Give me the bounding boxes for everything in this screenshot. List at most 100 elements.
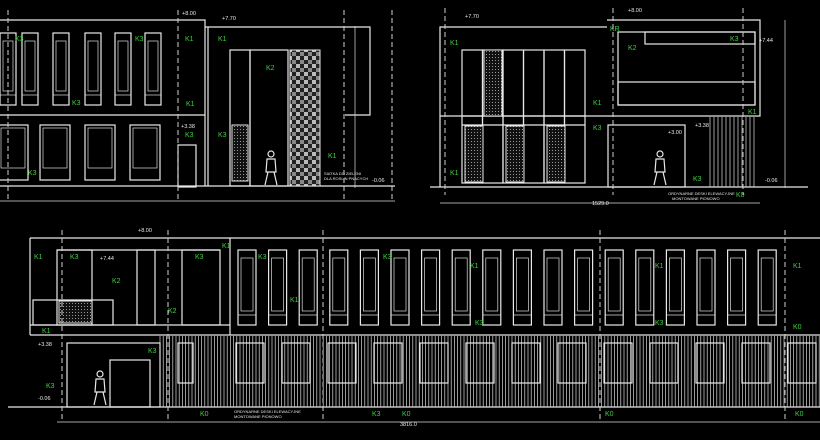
level-top: +8.00 <box>628 8 642 14</box>
window-pane <box>669 257 682 312</box>
green-mesh-panel <box>464 125 484 183</box>
elevation-right-top: 1529.0 +7.70 +8.00 +7.44 +3.38 +3.00 -0.… <box>430 8 808 207</box>
code-label: K3 <box>372 411 381 418</box>
level-ground: -0.06 <box>765 178 778 184</box>
window <box>39 124 71 181</box>
window <box>144 32 162 106</box>
elevation-left-top: +8.00 +7.70 +3.38 -0.06 SIATKA DO ZIELEN… <box>0 10 395 202</box>
level-ground: -0.06 <box>38 396 51 402</box>
window-pane <box>546 257 560 312</box>
code-label: K1 <box>290 297 299 304</box>
window-pane <box>87 40 99 92</box>
note-cladding-1: ORDYNARNE DESKI ELEWACYJNE <box>234 409 301 414</box>
human-scale-figures <box>93 150 667 406</box>
code-label: K2 <box>628 45 637 52</box>
dim-side-length: 3816.0 <box>400 422 417 428</box>
window <box>603 342 633 384</box>
code-label: KR <box>610 26 620 33</box>
window <box>329 249 349 326</box>
vertical-cladding <box>709 117 755 187</box>
body <box>264 158 278 186</box>
entrance-door <box>607 124 686 188</box>
green-mesh-panel <box>505 125 525 183</box>
window-pane <box>363 257 376 312</box>
window <box>696 249 716 326</box>
level-balcony: +7.44 <box>100 256 114 262</box>
window-pane <box>24 40 36 92</box>
window-pane <box>730 257 743 312</box>
window <box>573 249 594 326</box>
note-green-1: SIATKA DO ZIELENI <box>324 171 361 176</box>
window <box>114 32 132 106</box>
code-label: K1 <box>328 153 337 160</box>
window-pane <box>132 127 158 169</box>
code-label: K0 <box>402 411 411 418</box>
window <box>0 124 29 181</box>
code-label: K2 <box>112 278 121 285</box>
body <box>93 378 107 406</box>
window <box>695 342 725 384</box>
code-label: K1 <box>450 40 459 47</box>
level-parapet: +7.70 <box>222 16 236 22</box>
window <box>84 32 102 106</box>
window-pane <box>271 257 284 312</box>
vertical-cladding <box>159 336 820 407</box>
window <box>451 249 471 326</box>
code-label: K2 <box>266 65 275 72</box>
code-label: K3 <box>135 36 144 43</box>
code-label: K1 <box>593 100 602 107</box>
window <box>281 342 311 384</box>
window <box>373 342 403 384</box>
window <box>235 342 265 384</box>
code-label: K1 <box>185 36 194 43</box>
entrance-door <box>109 359 151 408</box>
code-label: K3 <box>383 254 392 261</box>
person-figure <box>93 370 107 406</box>
level-balcony: +7.44 <box>759 38 773 44</box>
window-pane <box>332 257 346 312</box>
code-label: K3 <box>730 36 739 43</box>
window-pane <box>42 127 68 169</box>
window <box>421 249 441 326</box>
window-pane <box>55 40 67 92</box>
code-label: K1 <box>450 170 459 177</box>
window-pane <box>87 127 113 169</box>
window <box>21 32 39 106</box>
code-label: K1 <box>793 263 802 270</box>
code-label: K1 <box>748 109 757 116</box>
level-first-floor: +3.38 <box>695 123 709 129</box>
person-figure <box>264 150 278 186</box>
note-cladding-2: MONTOWANE PIONOWO <box>234 414 282 419</box>
code-label: K1 <box>470 263 479 270</box>
window-pane <box>516 257 529 312</box>
window <box>465 342 495 384</box>
code-label: K3 <box>15 36 24 43</box>
window-pane <box>760 257 774 312</box>
door <box>177 144 197 188</box>
level-ground: -0.06 <box>372 178 385 184</box>
window <box>787 342 817 384</box>
level-top: +8.00 <box>182 11 196 17</box>
green-mesh-panel <box>483 49 503 117</box>
note-green-2: DLA ROSLIN PNACYCH <box>324 176 368 181</box>
window <box>52 32 70 106</box>
window <box>0 32 17 106</box>
window-pane <box>240 257 254 312</box>
window <box>543 249 563 326</box>
window-pane <box>485 257 499 312</box>
level-canopy: +3.00 <box>668 130 682 136</box>
head <box>656 150 664 158</box>
code-label: K3 <box>148 348 157 355</box>
window <box>268 249 288 326</box>
window-pane <box>301 257 315 312</box>
window <box>298 249 318 326</box>
code-label: K0 <box>605 411 614 418</box>
window <box>604 249 624 326</box>
entrance-glazing <box>66 342 161 408</box>
green-mesh-panel <box>289 49 321 187</box>
code-label: K3 <box>655 320 664 327</box>
head <box>267 150 275 158</box>
code-label: K1 <box>655 263 664 270</box>
code-label: K1 <box>34 254 43 261</box>
dim-front-width: 1529.0 <box>592 201 609 207</box>
